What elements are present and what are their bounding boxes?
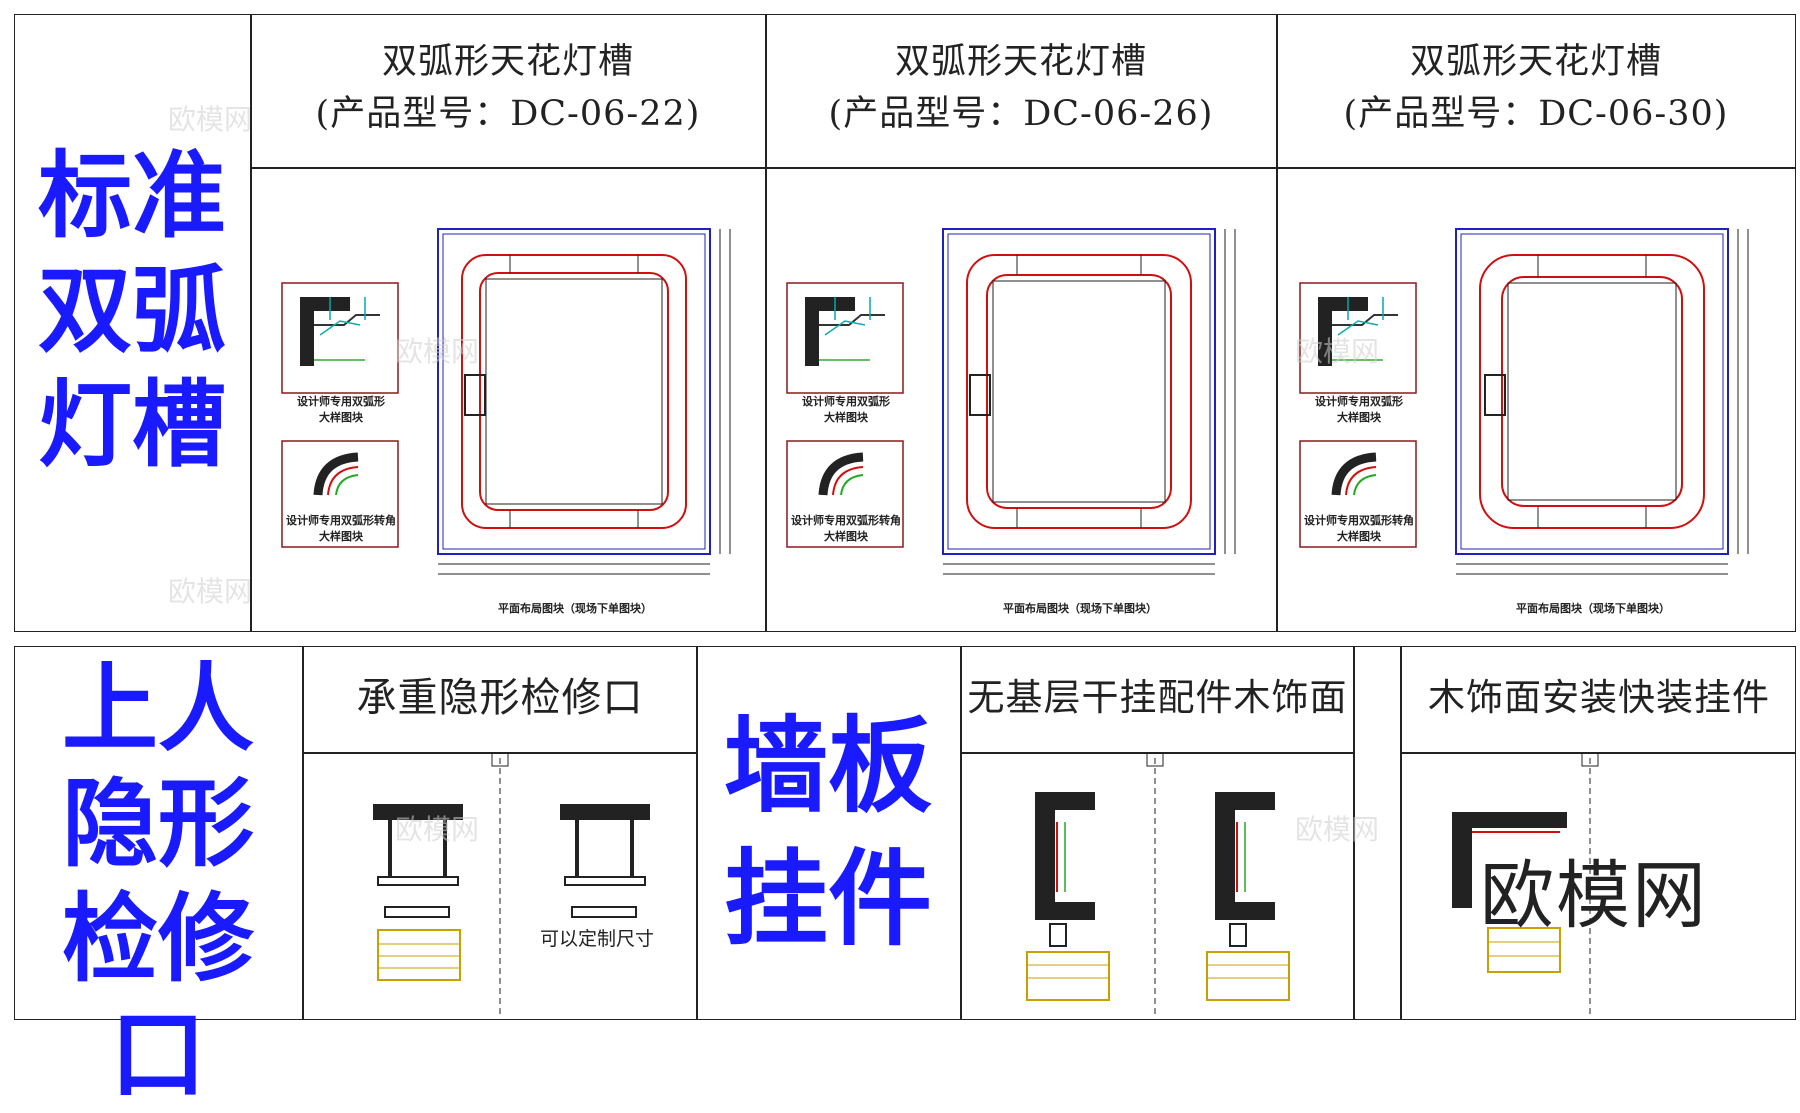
wood-bracket-left [1035,792,1095,920]
panel-2-corner-box [786,440,904,548]
access-ceiling-left [373,804,463,820]
panel-2-plan-caption: 平面布局图块（现场下单图块） [1003,602,1157,615]
panel-2-name: 双弧形天花灯槽 [894,42,1147,82]
panel-3-detail-box [1299,282,1417,394]
side-title-bottom-mid-line1: 墙板 [723,705,932,827]
top-divider-2 [1276,14,1278,632]
top-divider-side [250,14,252,632]
watermark-1: 欧模网 [168,103,253,136]
bottom-divider-a [302,646,304,1020]
bottom-header-line-b [960,752,1353,754]
panel-3-title: 双弧形天花灯槽 (产品型号：DC-06-30) [1278,36,1794,140]
panel-3-corner-box [1299,440,1417,548]
side-title-bottom-mid: 墙板 挂件 [698,700,958,966]
side-title-bottom-left-line3: 检修口 [62,883,254,1111]
wood-title: 无基层干挂配件木饰面 [967,676,1348,719]
watermark-2: 欧模网 [395,335,480,368]
side-title-top-line3: 灯槽 [37,371,226,481]
panel-3-model: (产品型号：DC-06-30) [1343,94,1729,134]
top-header-line [250,167,1796,169]
panel-2-caption-2: 设计师专用双弧形转角 大样图块 [791,514,901,543]
side-title-bottom-left: 上人 隐形 检修口 [16,652,300,1113]
bottom-divider-b [696,646,698,1020]
panel-1-plan-outer [437,228,711,555]
panel-3-plan-outer [1455,228,1729,555]
bottom-divider-c [960,646,962,1020]
side-title-bottom-left-line2: 隐形 [62,768,254,881]
side-title-top-line2: 双弧 [37,256,226,366]
quick-bracket [1452,812,1567,908]
panel-1-corner-box [281,440,399,548]
panel-1-drawing [280,225,750,625]
bottom-divider-e [1400,646,1402,1020]
panel-1-title: 双弧形天花灯槽 (产品型号：DC-06-22) [252,36,764,140]
watermark-5: 欧模网 [395,813,480,846]
panel-1-name: 双弧形天花灯槽 [381,42,634,82]
quick-title: 木饰面安装快装挂件 [1428,676,1770,719]
panel-2-caption-1: 设计师专用双弧形 大样图块 [802,395,890,424]
side-title-top-line1: 标准 [37,142,226,251]
side-title-top: 标准 双弧 灯槽 [16,140,248,484]
wood-drawing [975,751,1345,1017]
site-logo: 欧模网 [1480,853,1708,939]
panel-1-plan-caption: 平面布局图块（现场下单图块） [498,602,652,615]
panel-1-caption-2: 设计师专用双弧形转角 大样图块 [286,514,396,543]
panel-3-name: 双弧形天花灯槽 [1409,42,1662,82]
panel-3-plan-caption: 平面布局图块（现场下单图块） [1516,602,1670,615]
panel-1-caption-1: 设计师专用双弧形 大样图块 [297,395,385,424]
panel-2-title: 双弧形天花灯槽 (产品型号：DC-06-26) [767,36,1275,140]
watermark-4: 欧模网 [1295,335,1380,368]
panel-3-caption-1: 设计师专用双弧形 大样图块 [1315,395,1403,424]
top-divider-1 [765,14,767,632]
wood-bracket-right [1215,792,1275,920]
access-ceiling-right [560,804,650,820]
bottom-header-line-a [302,752,696,754]
bottom-divider-d [1353,646,1355,1020]
panel-1-detail-box [281,282,399,394]
panel-2-plan-outer [942,228,1216,555]
access-note: 可以定制尺寸 [540,928,655,950]
top-section [14,14,1796,632]
panel-3-drawing [1298,225,1768,625]
access-drawing [320,751,690,1017]
panel-1-model: (产品型号：DC-06-22) [315,94,701,134]
access-title: 承重隐形检修口 [356,675,644,721]
panel-2-detail-box [786,282,904,394]
quick-drawing [1410,751,1790,1017]
watermark-3: 欧模网 [168,575,253,608]
panel-2-drawing [785,225,1255,625]
side-title-bottom-left-line1: 上人 [62,653,254,765]
panel-3-caption-2: 设计师专用双弧形转角 大样图块 [1304,514,1414,543]
watermark-6: 欧模网 [1295,813,1380,846]
side-title-bottom-mid-line2: 挂件 [723,838,932,961]
bottom-section [14,646,1796,1020]
panel-2-model: (产品型号：DC-06-26) [828,94,1214,134]
